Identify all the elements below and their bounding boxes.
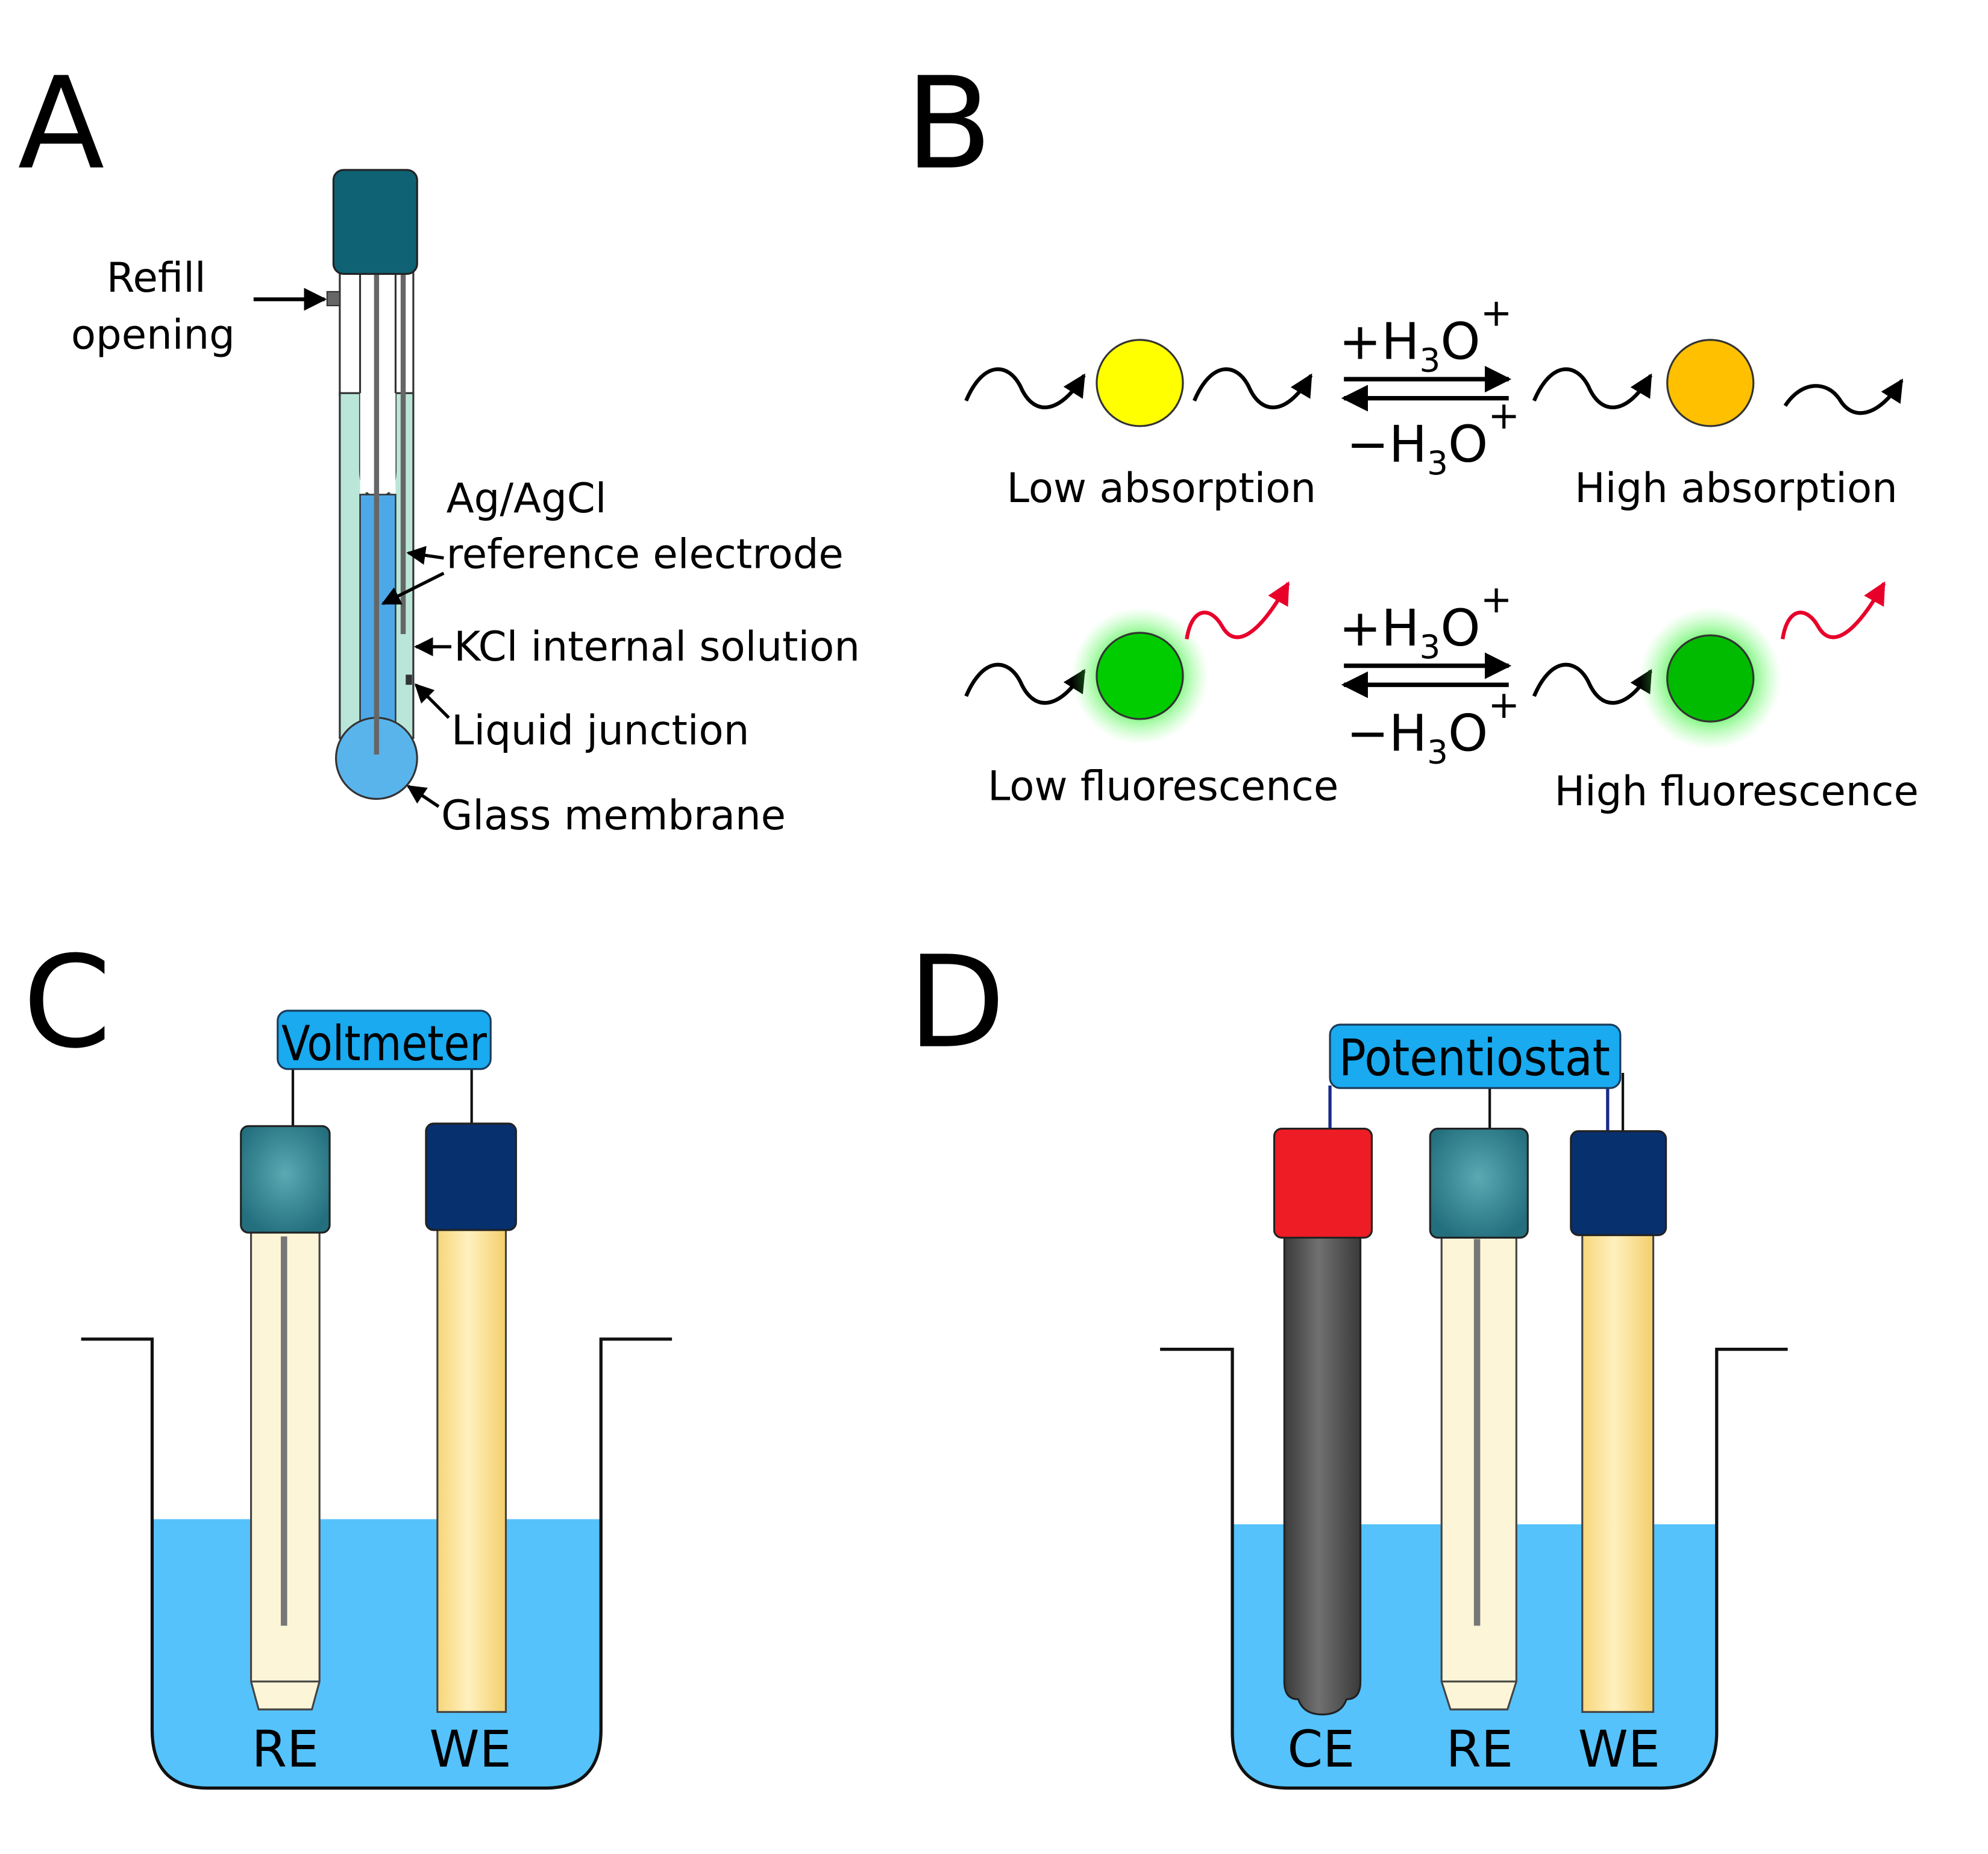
label-re-c: RE xyxy=(252,1720,319,1779)
voltmeter-label: Voltmeter xyxy=(281,1016,487,1072)
electrode-cap xyxy=(332,169,418,275)
we-electrode-cap xyxy=(425,1122,517,1231)
we-electrode-body xyxy=(436,1224,507,1713)
emission-wave-icon xyxy=(1185,581,1290,639)
beaker-outline xyxy=(1160,1347,1788,1790)
emission-wave-icon xyxy=(1781,581,1886,639)
label-ag-line1: Ag/AgCl xyxy=(447,475,607,522)
label-refill-line2: opening xyxy=(71,312,235,359)
beaker-outline xyxy=(81,1337,673,1790)
panel-label-a: A xyxy=(17,50,104,198)
panel-d-cell xyxy=(1160,1023,1788,1790)
low-fluorescence-dye xyxy=(1096,632,1184,720)
photon-wave-arrow-icon xyxy=(964,662,1086,705)
eq2-forward: +H3O+ xyxy=(1339,577,1513,666)
label-we-d: WE xyxy=(1578,1720,1660,1779)
absorption-row xyxy=(964,339,1904,427)
label-re-d: RE xyxy=(1446,1720,1513,1779)
photon-wave-arrow-icon xyxy=(1783,378,1904,415)
beaker-solution xyxy=(152,1519,601,1788)
ce-electrode-body xyxy=(1283,1231,1362,1716)
label-junction: Liquid junction xyxy=(451,707,749,754)
we-electrode-cap xyxy=(1570,1130,1667,1236)
liquid-junction xyxy=(406,674,412,685)
high-absorption-dye xyxy=(1666,339,1755,427)
label-high-fluorescence: High fluorescence xyxy=(1554,768,1919,815)
label-refill-line1: Refill xyxy=(107,254,206,301)
ce-electrode-cap xyxy=(1273,1127,1373,1239)
arrow-membrane xyxy=(406,785,440,808)
re-electrode-cap xyxy=(1429,1127,1529,1239)
photon-wave-arrow-icon xyxy=(964,367,1086,409)
arrow-agcl-wire xyxy=(381,571,445,605)
arrow-reference-wire xyxy=(406,545,444,565)
label-ag-line2: reference electrode xyxy=(447,531,844,578)
label-low-fluorescence: Low fluorescence xyxy=(988,763,1338,810)
label-low-absorption: Low absorption xyxy=(1007,465,1317,512)
panel-label-b: B xyxy=(905,50,992,198)
eq1-forward: +H3O+ xyxy=(1339,291,1513,380)
we-electrode-body xyxy=(1581,1231,1655,1713)
label-high-absorption: High absorption xyxy=(1575,465,1898,512)
panel-label-c: C xyxy=(23,929,111,1076)
potentiostat-box xyxy=(1329,1023,1622,1089)
voltmeter-box xyxy=(277,1010,492,1070)
arrow-junction xyxy=(414,683,450,719)
eq1-reverse: −H3O+ xyxy=(1346,393,1520,482)
panel-c-cell xyxy=(81,1010,673,1790)
label-membrane: Glass membrane xyxy=(441,792,786,839)
low-absorption-dye xyxy=(1096,339,1184,427)
photon-wave-arrow-icon xyxy=(1532,367,1653,409)
panel-label-d: D xyxy=(908,929,1005,1076)
eq2-reverse: −H3O+ xyxy=(1346,682,1520,771)
label-we-c: WE xyxy=(429,1720,511,1779)
panel-a-electrode xyxy=(326,169,418,800)
photon-wave-arrow-icon xyxy=(1193,367,1313,409)
fluorescence-row xyxy=(964,581,1886,750)
potentiostat-label: Potentiostat xyxy=(1339,1028,1610,1087)
re-electrode-cap xyxy=(240,1125,331,1234)
photon-wave-arrow-icon xyxy=(1532,662,1653,705)
label-kcl: KCl internal solution xyxy=(454,623,860,670)
high-fluorescence-dye xyxy=(1666,634,1755,723)
label-ce-d: CE xyxy=(1287,1720,1355,1779)
refill-port xyxy=(326,291,340,307)
